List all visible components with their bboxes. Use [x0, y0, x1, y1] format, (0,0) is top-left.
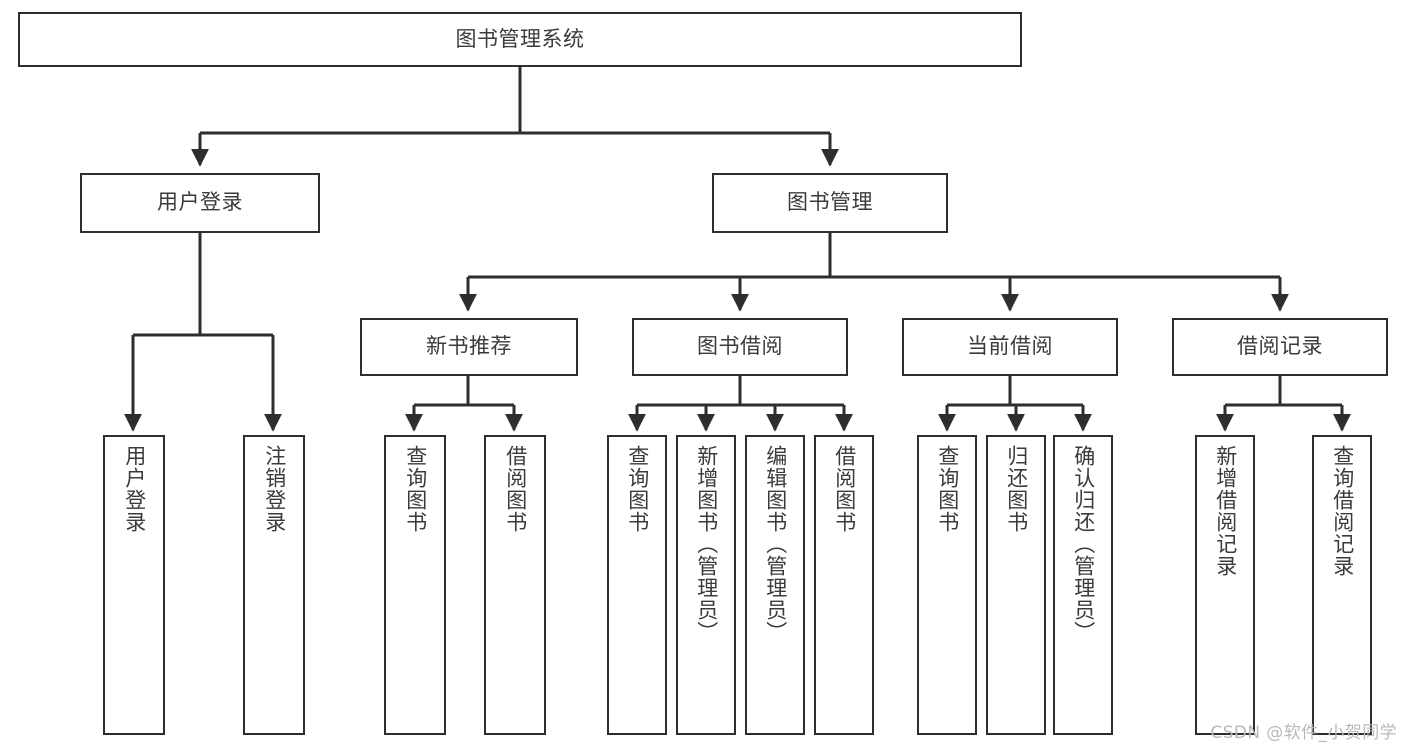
node-new-book-recommend[interactable]: 新书推荐 — [360, 318, 578, 376]
node-leaf-query-book-current[interactable]: 查询图书 — [917, 435, 977, 735]
node-leaf-confirm-return-admin[interactable]: 确认归还（管理员） — [1053, 435, 1113, 735]
node-leaf-query-book-recommend[interactable]: 查询图书 — [384, 435, 446, 735]
node-leaf-user-login[interactable]: 用户登录 — [103, 435, 165, 735]
node-leaf-logout[interactable]: 注销登录 — [243, 435, 305, 735]
node-label: 注销登录 — [262, 445, 287, 533]
node-label: 新增图书（管理员） — [694, 445, 719, 643]
node-label: 图书管理 — [787, 190, 873, 215]
node-leaf-add-book-admin[interactable]: 新增图书（管理员） — [676, 435, 736, 735]
node-label: 确认归还（管理员） — [1071, 445, 1096, 643]
node-label: 归还图书 — [1004, 445, 1029, 533]
node-label: 当前借阅 — [967, 334, 1053, 359]
node-leaf-edit-book-admin[interactable]: 编辑图书（管理员） — [745, 435, 805, 735]
node-label: 借阅记录 — [1237, 334, 1323, 359]
node-label: 图书借阅 — [697, 334, 783, 359]
node-leaf-query-book[interactable]: 查询图书 — [607, 435, 667, 735]
node-user-login[interactable]: 用户登录 — [80, 173, 320, 233]
node-leaf-query-borrow-record[interactable]: 查询借阅记录 — [1312, 435, 1372, 735]
node-current-borrow[interactable]: 当前借阅 — [902, 318, 1118, 376]
node-leaf-borrow-book[interactable]: 借阅图书 — [814, 435, 874, 735]
node-label: 用户登录 — [122, 445, 147, 533]
node-leaf-add-borrow-record[interactable]: 新增借阅记录 — [1195, 435, 1255, 735]
node-label: 图书管理系统 — [455, 26, 585, 51]
node-label: 借阅图书 — [832, 445, 857, 533]
node-label: 新书推荐 — [426, 334, 512, 359]
node-leaf-return-book[interactable]: 归还图书 — [986, 435, 1046, 735]
node-leaf-borrow-book-recommend[interactable]: 借阅图书 — [484, 435, 546, 735]
node-label: 查询图书 — [403, 445, 428, 533]
node-label: 新增借阅记录 — [1213, 445, 1238, 577]
node-book-management-system[interactable]: 图书管理系统 — [18, 12, 1022, 67]
node-label: 查询借阅记录 — [1330, 445, 1355, 577]
node-book-borrow[interactable]: 图书借阅 — [632, 318, 848, 376]
node-label: 用户登录 — [157, 190, 243, 215]
node-label: 编辑图书（管理员） — [763, 445, 788, 643]
node-borrow-record[interactable]: 借阅记录 — [1172, 318, 1388, 376]
node-label: 查询图书 — [625, 445, 650, 533]
node-label: 查询图书 — [935, 445, 960, 533]
node-book-management[interactable]: 图书管理 — [712, 173, 948, 233]
node-label: 借阅图书 — [503, 445, 528, 533]
